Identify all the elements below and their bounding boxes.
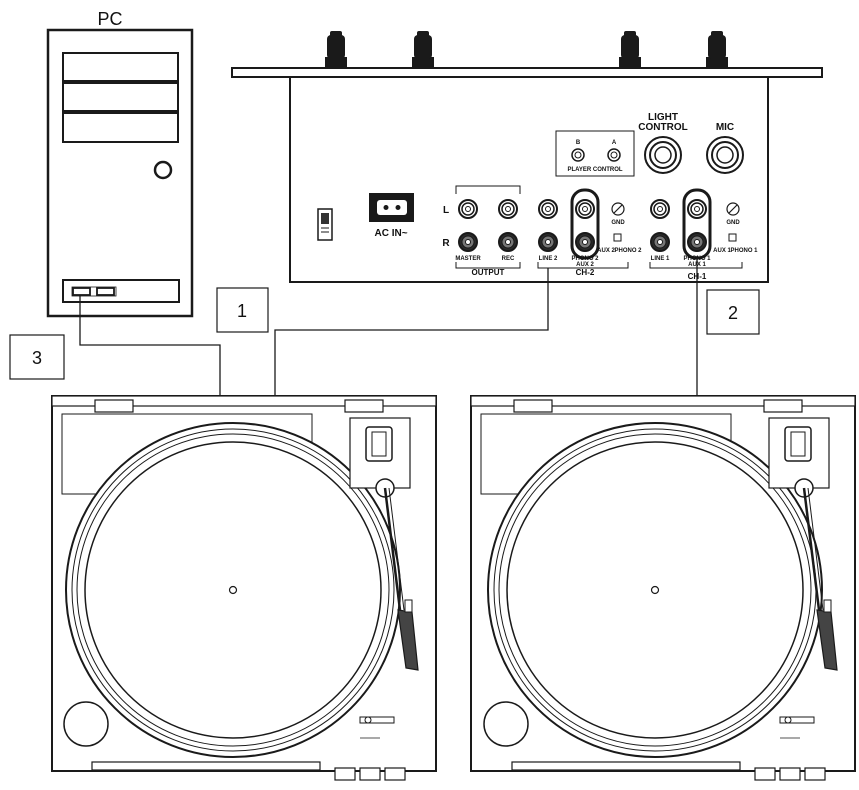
gnd-screw-icon — [611, 202, 625, 216]
light-control-jack — [644, 136, 682, 174]
turntable-platter-icon — [487, 422, 823, 758]
dust-cover-hinge — [94, 399, 134, 413]
mixer: AC IN~ L R MASTER REC OUTPUT B A PLAYER … — [231, 31, 823, 283]
pitch-control-icon — [359, 716, 395, 724]
player-control-label: PLAYER CONTROL — [567, 167, 622, 173]
light-control-label-1: LIGHT — [648, 112, 678, 123]
ac-inlet-icon — [369, 193, 414, 222]
tonearm-icon — [349, 417, 419, 671]
ch2-phono-small-label: PHONO 2 — [614, 248, 642, 254]
ch1-selector-switch — [728, 233, 737, 242]
ac-in-label: AC IN~ — [374, 228, 407, 239]
gnd-screw-icon — [726, 202, 740, 216]
mic-label: MIC — [716, 122, 734, 133]
player-b-label: B — [576, 140, 581, 146]
spindle-icon — [650, 585, 660, 595]
player-a-label: A — [612, 140, 617, 146]
dust-cover-hinge — [513, 399, 553, 413]
mixer-rear-panel — [289, 76, 769, 283]
master-l-jack — [458, 199, 478, 219]
gnd1-label: GND — [726, 220, 740, 226]
phono1-l-jack — [687, 199, 707, 219]
foot-button — [359, 767, 381, 781]
fader-knob-icon — [325, 31, 347, 69]
ch2-aux-small-label: AUX 2 — [597, 248, 615, 254]
rec-label: REC — [502, 256, 515, 262]
line1-r-jack — [650, 232, 670, 252]
front-panel — [62, 279, 180, 303]
mic-jack — [706, 136, 744, 174]
ch1-aux-small-label: AUX 1 — [713, 248, 731, 254]
foot-button — [804, 767, 826, 781]
ch2-selector-switch — [613, 233, 622, 242]
foot-button — [384, 767, 406, 781]
line2-r-jack — [538, 232, 558, 252]
gnd2-label: GND — [611, 220, 625, 226]
pitch-control-icon — [779, 716, 815, 724]
fader-knob-icon — [619, 31, 641, 69]
turntable-left — [51, 395, 437, 781]
drive-bay-2 — [62, 82, 179, 112]
turntable-platter-icon — [65, 422, 401, 758]
line1-l-jack — [650, 199, 670, 219]
ch2-label: CH-2 — [576, 268, 595, 277]
line2-label: LINE 2 — [539, 256, 558, 262]
turntable-right — [470, 395, 856, 781]
fader-knob-icon — [706, 31, 728, 69]
phono1-r-jack — [687, 232, 707, 252]
output-l-label: L — [443, 205, 449, 216]
usb-port-icon — [96, 287, 115, 296]
foot-button — [334, 767, 356, 781]
light-control-label-2: CONTROL — [638, 122, 687, 133]
power-button-icon — [153, 160, 173, 180]
tonearm-icon — [768, 417, 838, 671]
fader-knob-icon — [412, 31, 434, 69]
phono2-l-jack — [575, 199, 595, 219]
callout-1: 1 — [216, 287, 269, 333]
dust-cover-hinge — [763, 399, 803, 413]
master-r-jack — [458, 232, 478, 252]
usb-port-icon — [72, 287, 91, 296]
cable-usb-to-turntable-left — [79, 295, 221, 396]
speed-knob-icon — [483, 701, 529, 747]
aux2-label: AUX 2 — [576, 262, 594, 268]
drive-bay-3 — [62, 112, 179, 143]
foot-button — [754, 767, 776, 781]
dust-cover-hinge — [344, 399, 384, 413]
output-r-label: R — [442, 238, 450, 249]
spindle-icon — [228, 585, 238, 595]
speed-knob-icon — [63, 701, 109, 747]
master-label: MASTER — [455, 256, 481, 262]
rec-r-jack — [498, 232, 518, 252]
callout-2: 2 — [706, 289, 760, 335]
ch2-phono-highlight — [570, 188, 600, 260]
phono2-label: PHONO 2 — [571, 256, 599, 262]
svg-text:2: 2 — [728, 303, 738, 323]
output-label: OUTPUT — [472, 268, 505, 277]
phono2-r-jack — [575, 232, 595, 252]
svg-text:3: 3 — [32, 348, 42, 368]
cables — [79, 256, 698, 396]
line1-label: LINE 1 — [651, 256, 670, 262]
power-switch-icon — [317, 208, 333, 241]
line2-l-jack — [538, 199, 558, 219]
foot-button — [779, 767, 801, 781]
rec-l-jack — [498, 199, 518, 219]
pc-tower: PC — [46, 9, 194, 318]
ch1-phono-small-label: PHONO 1 — [730, 248, 758, 254]
svg-text:1: 1 — [237, 301, 247, 321]
cable-ch2-to-turntable-left — [274, 268, 549, 396]
callout-3: 3 — [9, 334, 65, 380]
pc-title: PC — [97, 9, 122, 29]
drive-bay-1 — [62, 52, 179, 82]
